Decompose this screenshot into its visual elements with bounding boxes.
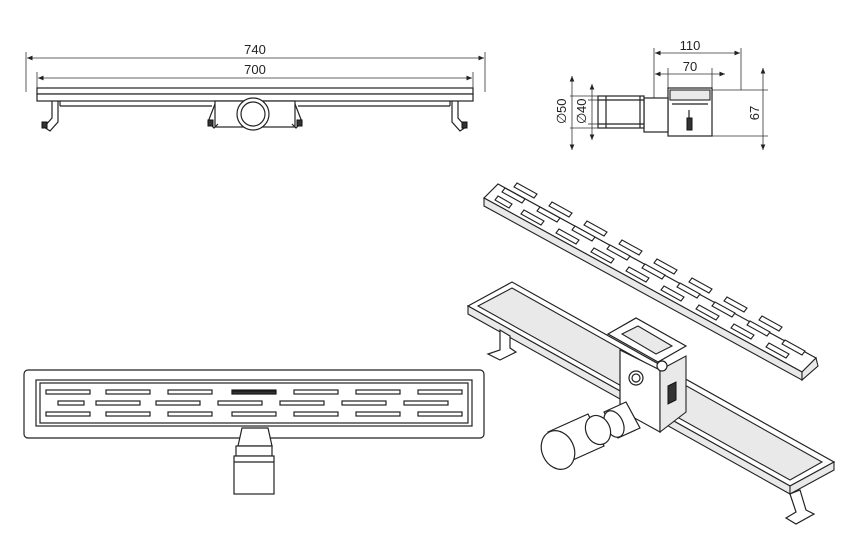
- isometric-grate: [483, 182, 819, 382]
- diameter-40-symbol: ∅: [574, 113, 589, 124]
- dimension-70-label: 70: [683, 59, 697, 74]
- front-elevation-view: 740 700: [25, 42, 486, 132]
- dimension-67-label: 67: [747, 106, 762, 120]
- dimension-110-label: 110: [680, 38, 701, 53]
- dimension-40-label: 40: [574, 99, 589, 113]
- isometric-outlet-pipe: [540, 401, 641, 470]
- dimension-700-label: 700: [244, 62, 266, 77]
- side-section-view: 110 70 67 ∅ 50: [554, 38, 768, 150]
- dimension-740-label: 740: [244, 42, 266, 57]
- isometric-exploded-view: [466, 182, 836, 525]
- top-plan-view: [23, 369, 485, 495]
- dimension-50-label: 50: [554, 99, 569, 113]
- diameter-50-symbol: ∅: [554, 113, 569, 124]
